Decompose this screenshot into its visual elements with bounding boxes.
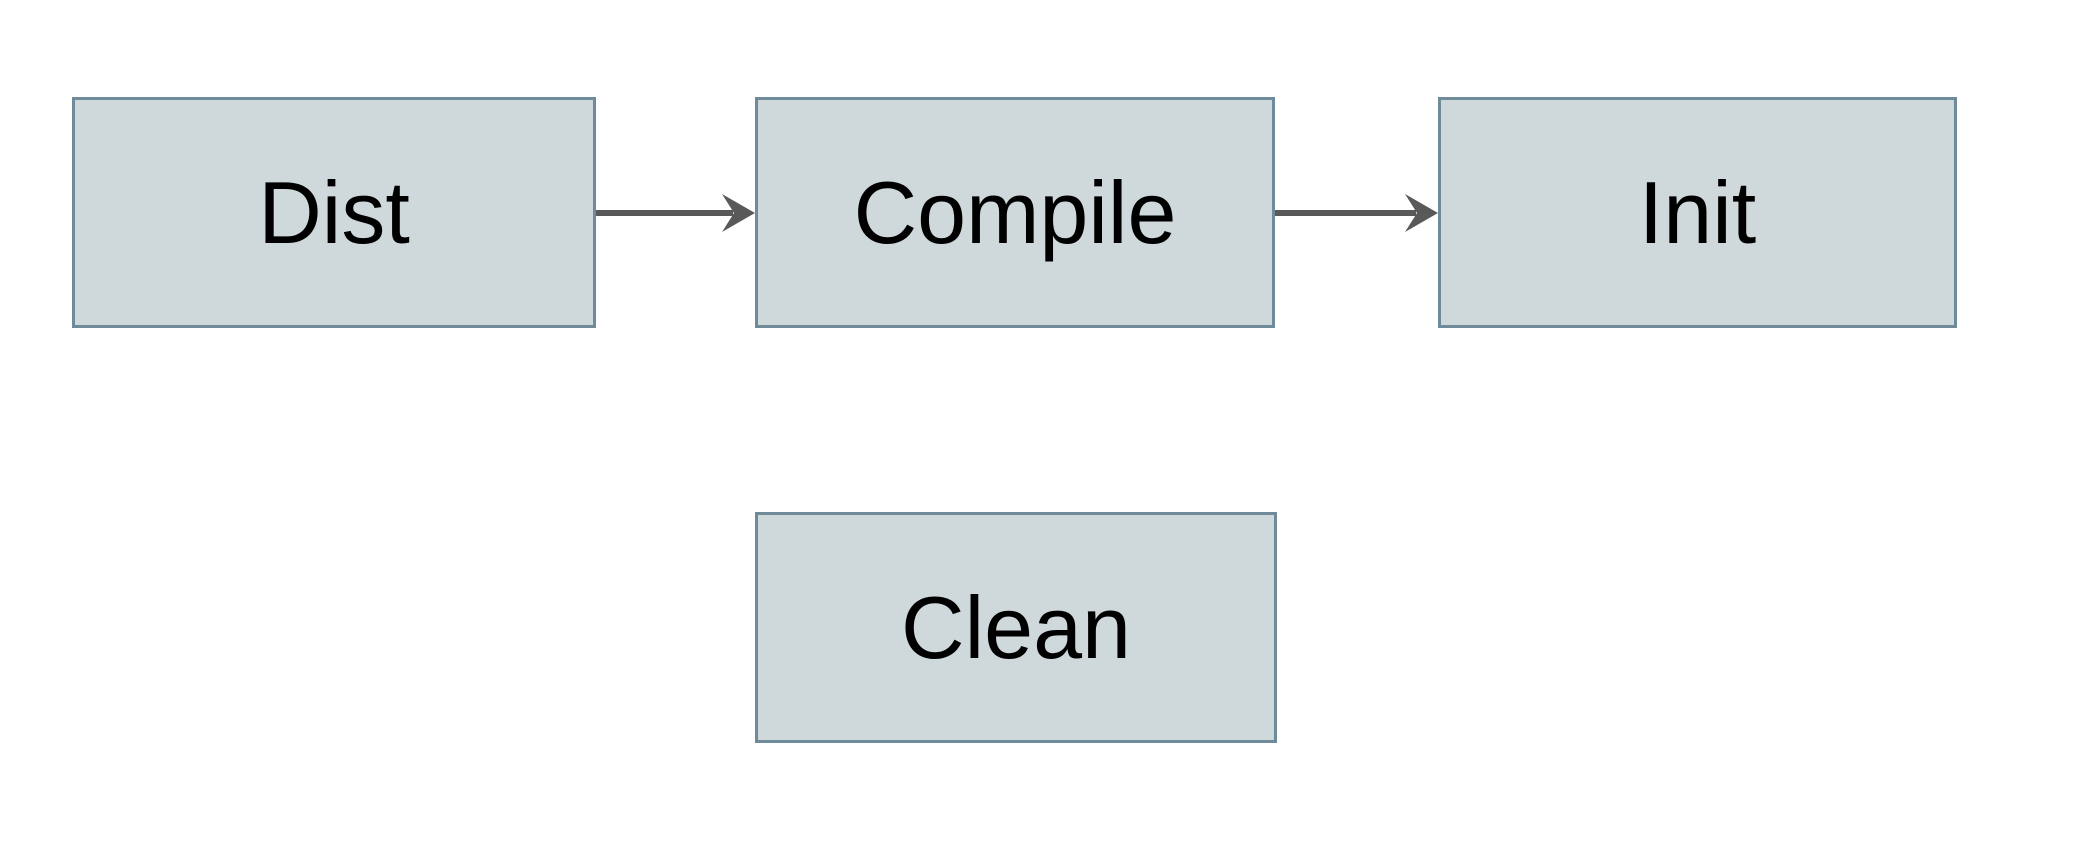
arrow-dist-to-compile	[596, 194, 755, 232]
node-compile: Compile	[755, 97, 1275, 328]
node-compile-label: Compile	[853, 162, 1177, 262]
node-init: Init	[1438, 97, 1957, 328]
node-dist: Dist	[72, 97, 596, 328]
node-init-label: Init	[1638, 162, 1757, 262]
arrow-compile-to-init	[1275, 194, 1438, 232]
node-clean-label: Clean	[901, 577, 1131, 677]
node-dist-label: Dist	[258, 162, 410, 262]
node-clean: Clean	[755, 512, 1277, 743]
